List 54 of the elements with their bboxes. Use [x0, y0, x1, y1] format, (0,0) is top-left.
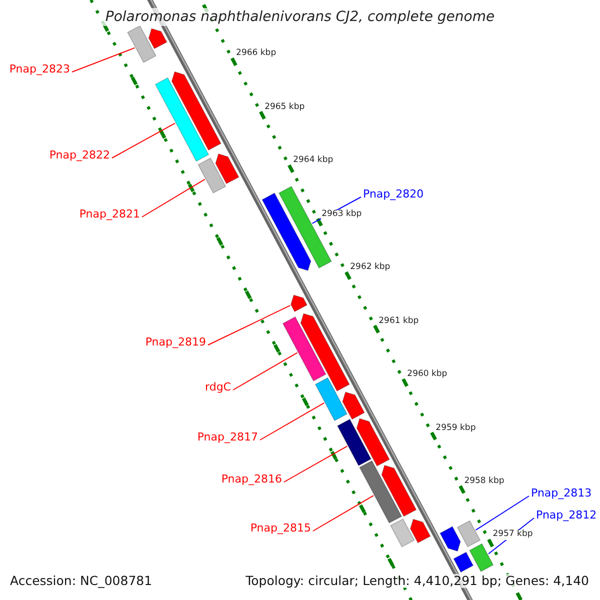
gene-bar	[453, 552, 474, 573]
gene-bar	[215, 153, 240, 184]
gene-label: Pnap_2817	[197, 432, 258, 444]
gene-bar	[381, 464, 417, 517]
gene-bar	[410, 518, 431, 544]
gene-bar	[356, 418, 390, 467]
gene-bar	[456, 520, 481, 548]
leader-line	[208, 304, 291, 346]
scale-label: 2964 kbp	[292, 156, 334, 166]
scale-label: 2965 kbp	[264, 102, 306, 112]
gene-label: Pnap_2821	[79, 208, 140, 222]
gene-label: Pnap_2819	[145, 336, 206, 350]
gene-bar	[148, 28, 168, 50]
genome-info-text: Topology: circular; Length: 4,410,291 bp; Genes: 4,140	[244, 574, 590, 588]
gene-bar	[171, 71, 222, 151]
leader-line	[72, 47, 136, 72]
leader-line	[260, 402, 325, 440]
gene-label: Pnap_2813	[531, 488, 592, 500]
gene-bar	[342, 392, 365, 420]
scale-label: 2961 kbp	[378, 316, 420, 326]
gene-bar	[127, 25, 156, 63]
gene-label: rdgC	[205, 382, 231, 394]
gene-label: Pnap_2815	[250, 522, 311, 536]
gene-bar	[154, 77, 210, 162]
gene-label: Pnap_2820	[363, 188, 424, 202]
leader-line	[475, 496, 530, 531]
gene-bar	[282, 316, 326, 382]
leader-line	[142, 178, 206, 218]
gene-label: Pnap_2816	[221, 474, 282, 486]
gene-label: Pnap_2822	[49, 150, 110, 162]
gene-bar	[262, 192, 312, 271]
leader-line	[232, 352, 298, 390]
scale-label: 2960 kbp	[406, 370, 448, 380]
scale-label: 2959 kbp	[434, 424, 477, 434]
leader-line	[284, 446, 348, 482]
gene-bar	[198, 158, 226, 194]
gene-bar	[300, 313, 350, 392]
accession-text: Accession: NC_008781	[9, 574, 154, 588]
leader-line	[312, 495, 374, 532]
gene-label: Pnap_2823	[9, 64, 70, 76]
scale-label: 2963 kbp	[320, 210, 363, 220]
gene-label: Pnap_2812	[536, 510, 597, 522]
gene-bar	[290, 294, 308, 312]
gene-bar	[314, 377, 348, 422]
gene-bar	[390, 518, 415, 548]
scale-label: 2957 kbp	[492, 530, 534, 540]
scale-label: 2962 kbp	[349, 263, 392, 273]
leader-line	[112, 122, 176, 158]
gene-bar	[336, 418, 372, 466]
gene-bar	[359, 460, 402, 524]
gene-bar	[469, 543, 494, 572]
scale-label: 2966 kbp	[235, 49, 278, 59]
scale-label: 2958 kbp	[463, 477, 506, 487]
gene-bar	[440, 526, 461, 552]
